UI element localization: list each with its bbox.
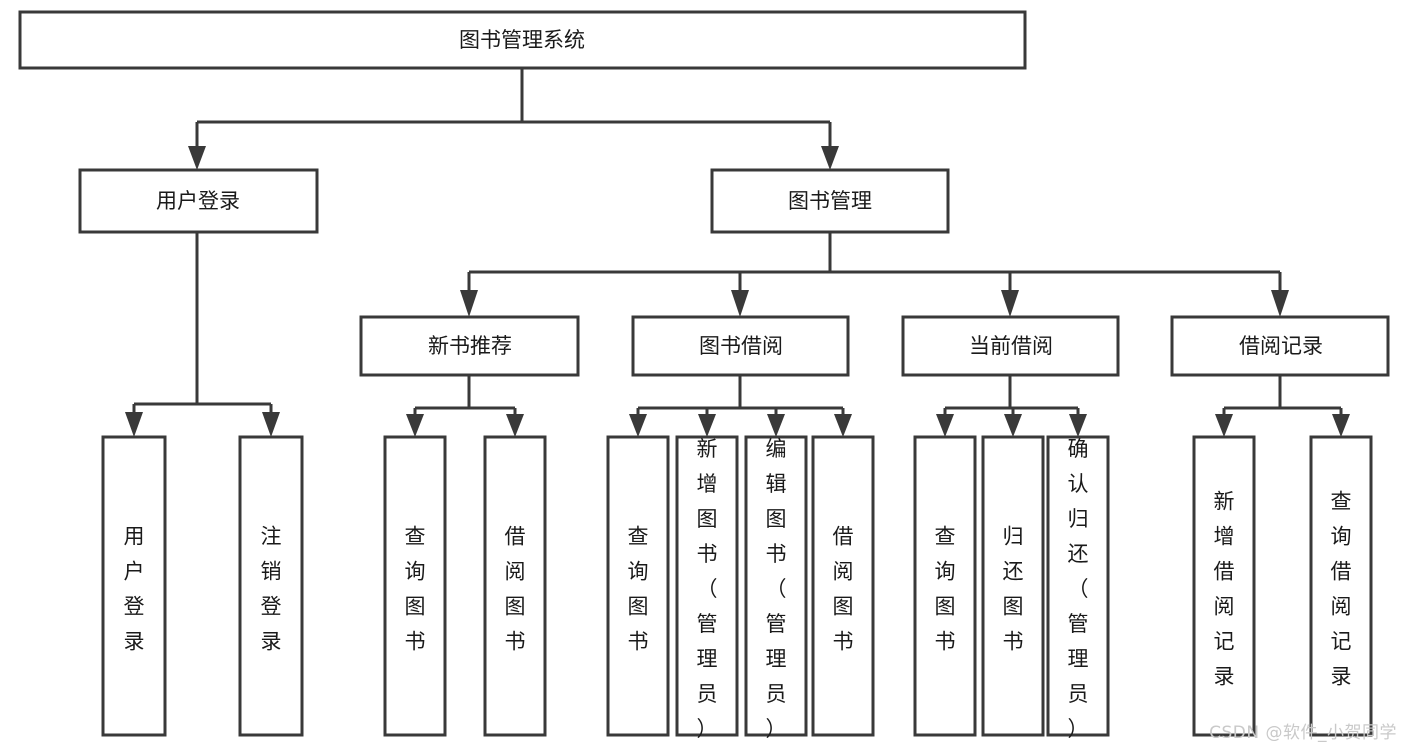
leaf-borrow-query[interactable]: 查询图书 — [606, 435, 670, 737]
connector-group-book-mgmt — [460, 232, 1289, 317]
leaf-record-query[interactable]: 查询借阅记录 — [1309, 435, 1373, 737]
arrow-head-borrow-record — [1271, 290, 1289, 317]
connector-group-current-borrow — [936, 375, 1087, 437]
arrow-head-cb-leaf-2 — [1004, 414, 1022, 437]
node-current-borrow[interactable]: 当前借阅 — [901, 315, 1120, 377]
node-book-borrow[interactable]: 图书借阅 — [631, 315, 850, 377]
arrow-head-br-leaf-1 — [1215, 414, 1233, 437]
leaf-borrow-borrow-book-box[interactable] — [811, 435, 875, 737]
leaf-borrow-edit-book-box[interactable] — [744, 435, 808, 737]
connector-group-new-book — [406, 375, 524, 437]
node-book-management-label: 图书管理 — [788, 189, 872, 213]
leaf-new-book-borrow-box[interactable] — [483, 435, 547, 737]
arrow-head-br-leaf-2 — [1332, 414, 1350, 437]
leaf-new-book-borrow-label: 借阅图书 — [505, 524, 526, 653]
node-book-borrow-label: 图书借阅 — [699, 334, 783, 358]
arrow-head-current-borrow — [1001, 290, 1019, 317]
leaf-current-return-label: 归还图书 — [1003, 524, 1024, 653]
node-book-management-box[interactable] — [710, 168, 950, 234]
arrow-head-nb-leaf-1 — [406, 414, 424, 437]
leaf-current-confirm-return-box[interactable] — [1046, 435, 1110, 737]
arrow-head-borrow-book — [731, 290, 749, 317]
leaf-current-query-box[interactable] — [913, 435, 977, 737]
leaf-user-login-logout-box[interactable] — [238, 435, 304, 737]
leaf-current-return[interactable]: 归还图书 — [981, 435, 1045, 737]
arrow-head-cb-leaf-3 — [1069, 414, 1087, 437]
node-new-book-recommend[interactable]: 新书推荐 — [359, 315, 580, 377]
connector-group-user-login — [125, 232, 280, 437]
arrow-head-leaf-logout — [262, 412, 280, 437]
leaf-borrow-borrow-book-label: 借阅图书 — [833, 524, 854, 653]
arrow-head-user-login — [188, 146, 206, 170]
leaf-user-login-logout[interactable]: 注销登录 — [238, 435, 304, 737]
leaf-user-login-login-box[interactable] — [101, 435, 167, 737]
leaf-new-book-query-box[interactable] — [383, 435, 447, 737]
connector-group-borrow-book — [629, 375, 852, 437]
node-root-label: 图书管理系统 — [459, 28, 585, 52]
leaf-borrow-query-box[interactable] — [606, 435, 670, 737]
leaf-borrow-add-book-label: 新增图书（管理员） — [697, 437, 718, 741]
node-borrow-record-box[interactable] — [1170, 315, 1390, 377]
arrow-head-book-mgmt — [821, 146, 839, 170]
leaf-record-add-label: 新增借阅记录 — [1214, 489, 1235, 688]
node-root[interactable]: 图书管理系统 — [18, 10, 1027, 70]
leaf-borrow-add-book[interactable]: 新增图书（管理员） — [675, 435, 739, 741]
arrow-head-nb-leaf-2 — [506, 414, 524, 437]
node-book-management[interactable]: 图书管理 — [710, 168, 950, 234]
node-new-book-recommend-label: 新书推荐 — [428, 334, 512, 358]
leaf-new-book-query[interactable]: 查询图书 — [383, 435, 447, 737]
arrow-head-new-book — [460, 290, 478, 317]
node-borrow-record-label: 借阅记录 — [1239, 334, 1323, 358]
node-user-login-box[interactable] — [78, 168, 319, 234]
arrow-head-cb-leaf-1 — [936, 414, 954, 437]
leaf-record-add-box[interactable] — [1192, 435, 1256, 737]
arrow-head-bb-leaf-4 — [834, 414, 852, 437]
node-root-box[interactable] — [18, 10, 1027, 70]
leaf-record-query-label: 查询借阅记录 — [1331, 489, 1352, 688]
leaf-user-login-login-label: 用户登录 — [124, 524, 145, 653]
node-borrow-record[interactable]: 借阅记录 — [1170, 315, 1390, 377]
leaf-user-login-logout-label: 注销登录 — [261, 524, 282, 653]
leaf-borrow-edit-book-label: 编辑图书（管理员） — [766, 437, 787, 741]
leaf-new-book-query-label: 查询图书 — [405, 524, 426, 653]
node-new-book-recommend-box[interactable] — [359, 315, 580, 377]
leaf-current-query[interactable]: 查询图书 — [913, 435, 977, 737]
connector-group-borrow-record — [1215, 375, 1350, 437]
leaf-borrow-edit-book[interactable]: 编辑图书（管理员） — [744, 435, 808, 741]
leaf-new-book-borrow[interactable]: 借阅图书 — [483, 435, 547, 737]
node-current-borrow-box[interactable] — [901, 315, 1120, 377]
leaf-borrow-query-label: 查询图书 — [628, 524, 649, 653]
leaf-current-query-label: 查询图书 — [935, 524, 956, 653]
connector-group-root — [188, 68, 839, 170]
arrow-head-leaf-user-login — [125, 412, 143, 437]
leaf-current-confirm-return-label: 确认归还（管理员） — [1068, 437, 1089, 741]
leaf-record-query-box[interactable] — [1309, 435, 1373, 737]
node-user-login[interactable]: 用户登录 — [78, 168, 319, 234]
arrow-head-bb-leaf-2 — [698, 414, 716, 437]
arrow-head-bb-leaf-1 — [629, 414, 647, 437]
leaf-user-login-login[interactable]: 用户登录 — [101, 435, 167, 737]
leaf-current-return-box[interactable] — [981, 435, 1045, 737]
node-book-borrow-box[interactable] — [631, 315, 850, 377]
node-current-borrow-label: 当前借阅 — [969, 334, 1053, 358]
leaf-borrow-add-book-box[interactable] — [675, 435, 739, 737]
node-user-login-label: 用户登录 — [156, 189, 240, 213]
leaf-current-confirm-return[interactable]: 确认归还（管理员） — [1046, 435, 1110, 741]
leaf-record-add[interactable]: 新增借阅记录 — [1192, 435, 1256, 737]
leaf-borrow-borrow-book[interactable]: 借阅图书 — [811, 435, 875, 737]
arrow-head-bb-leaf-3 — [767, 414, 785, 437]
